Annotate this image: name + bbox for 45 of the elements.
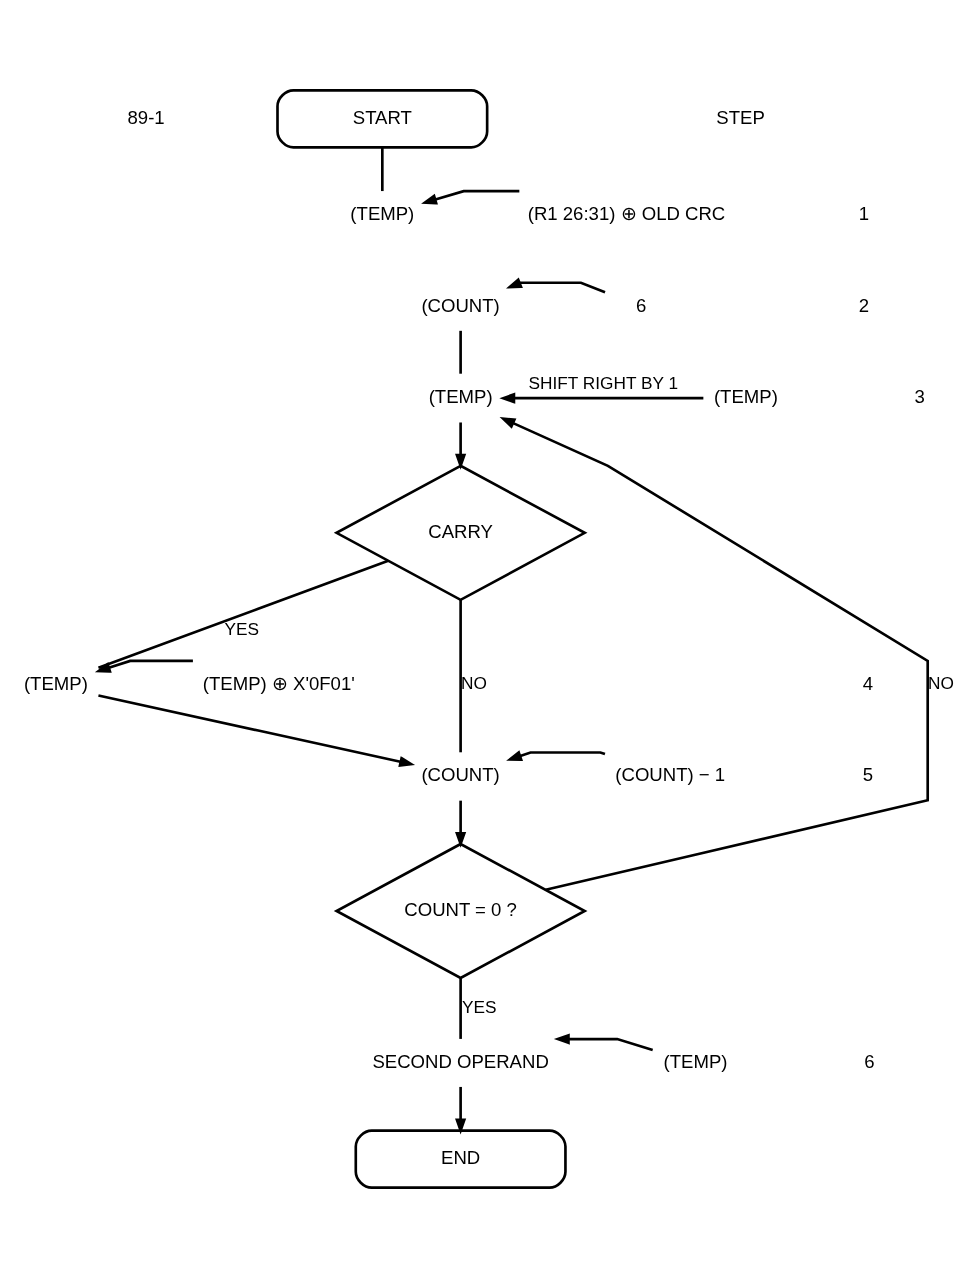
label: 89-1 bbox=[127, 106, 165, 128]
node-text: 6 bbox=[635, 294, 647, 316]
node-text: (TEMP) bbox=[713, 386, 778, 408]
node-text: (COUNT) − 1 bbox=[615, 764, 726, 786]
label: 6 bbox=[864, 1050, 875, 1072]
node-text: (TEMP) bbox=[428, 386, 493, 408]
node-text: (TEMP) bbox=[663, 1050, 728, 1072]
node-text: (COUNT) bbox=[421, 764, 500, 786]
label: 4 bbox=[862, 672, 874, 694]
label: 1 bbox=[858, 202, 870, 224]
arrow bbox=[98, 694, 416, 767]
edge-label: NO bbox=[460, 673, 487, 694]
node-text: (COUNT) bbox=[421, 294, 500, 316]
arrow bbox=[94, 659, 193, 673]
connector bbox=[98, 559, 389, 669]
arrow bbox=[499, 417, 930, 892]
label: 2 bbox=[858, 294, 870, 316]
node-text: (R1 26:31) ⊕ OLD CRC bbox=[527, 202, 726, 224]
node-text: (TEMP) ⊕ X'0F01' bbox=[202, 672, 355, 694]
edge-label: NO bbox=[928, 673, 954, 694]
arrow bbox=[553, 1033, 654, 1052]
arrow bbox=[455, 800, 467, 848]
connector bbox=[459, 600, 462, 753]
label: STEP bbox=[716, 106, 765, 128]
arrow bbox=[421, 189, 520, 205]
edge-label: YES bbox=[461, 997, 497, 1018]
node-text: (TEMP) bbox=[350, 202, 415, 224]
node-diamond: COUNT = 0 ? bbox=[333, 842, 588, 980]
node-text: (TEMP) bbox=[23, 672, 88, 694]
connector bbox=[459, 978, 462, 1039]
label: 3 bbox=[914, 386, 925, 408]
arrow bbox=[455, 1086, 467, 1135]
node-text: SECOND OPERAND bbox=[372, 1050, 549, 1072]
edge-label: YES bbox=[224, 618, 259, 639]
connector bbox=[459, 330, 462, 374]
node-box: END bbox=[354, 1129, 567, 1189]
arrow bbox=[499, 392, 704, 404]
edge-label: SHIFT RIGHT BY 1 bbox=[528, 373, 679, 394]
connector bbox=[381, 147, 384, 192]
arrow bbox=[506, 277, 606, 294]
arrow bbox=[506, 750, 606, 761]
label: 5 bbox=[862, 764, 874, 786]
arrow bbox=[455, 422, 467, 470]
node-box: START bbox=[276, 89, 489, 149]
node-diamond: CARRY bbox=[333, 464, 588, 602]
